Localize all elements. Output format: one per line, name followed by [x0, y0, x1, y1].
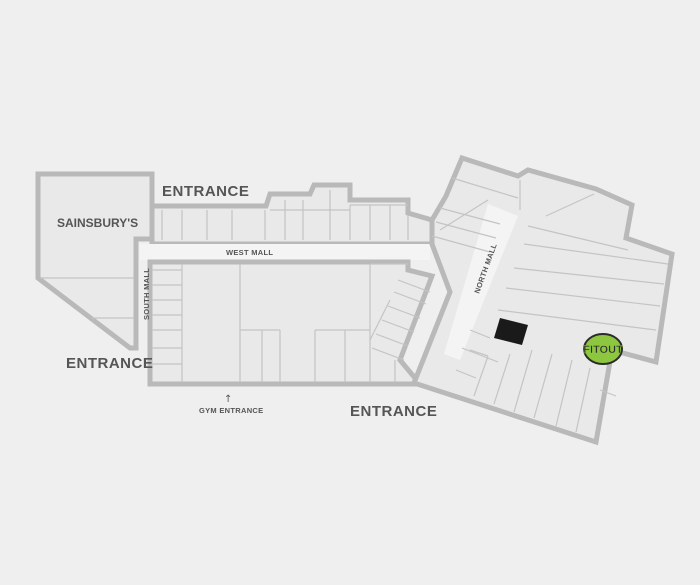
sainsburys-block[interactable] [35, 171, 155, 351]
gym-entrance-arrow: ↑ [224, 394, 232, 405]
entrance-top-label: ENTRANCE [162, 183, 249, 200]
west-wing-units [161, 190, 409, 240]
south-mall-label: SOUTH MALL [142, 268, 151, 320]
central-units [152, 263, 431, 382]
fitout-logo[interactable]: FITOUT [583, 333, 623, 365]
central-block [147, 259, 436, 387]
east-units [431, 177, 669, 433]
sainsburys-label: SAINSBURY'S [57, 216, 138, 230]
highlighted-unit[interactable] [494, 318, 528, 345]
west-mall-corridor [140, 244, 430, 260]
entrance-bottom-label: ENTRANCE [350, 403, 437, 420]
east-block [410, 154, 675, 446]
west-mall-label: WEST MALL [226, 248, 273, 257]
gym-entrance-label: GYM ENTRANCE [199, 406, 263, 415]
fitout-logo-text: FITOUT [583, 344, 623, 356]
entrance-left-label: ENTRANCE [66, 355, 153, 372]
